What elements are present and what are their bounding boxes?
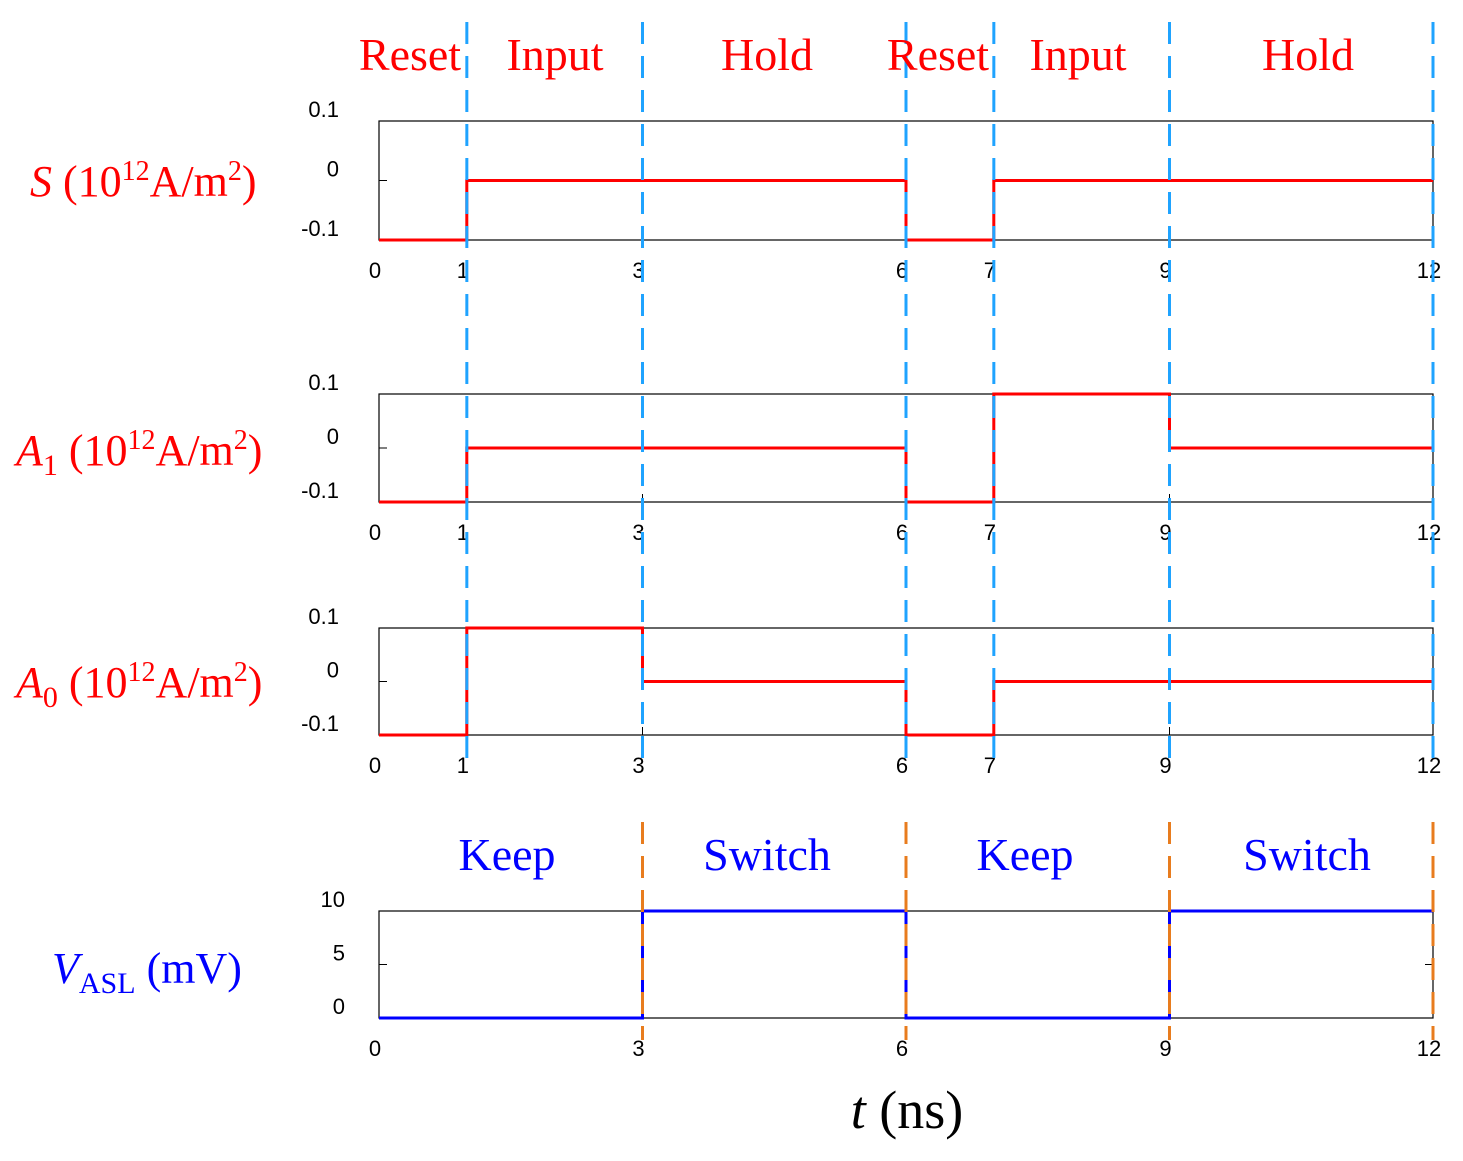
output-label: Keep (458, 829, 555, 880)
panel-vasl: 10 5 00 3 6 9 12 VASL (mV) (52, 887, 1441, 1061)
y-tick-label: 10 (321, 887, 345, 912)
x-tick-label: 3 (632, 1036, 644, 1061)
y-tick-label: 0.1 (308, 370, 339, 395)
phase-label: Hold (1262, 29, 1354, 80)
output-label: Switch (703, 829, 831, 880)
x-tick-label: 7 (984, 753, 996, 778)
panel-a0: 0.1 0 -0.1 0 1 3 6 7 9 12 A0 (1012A/m2) (13, 604, 1441, 778)
output-label: Switch (1243, 829, 1371, 880)
phase-label: Input (506, 29, 603, 80)
output-label: Keep (976, 829, 1073, 880)
plots-layer: 0.1 0 -0.1 0 1 3 6 7 9 12 S (1012A/m2) 0.1 0 -0.1 0 1 3 6… (13, 97, 1441, 1061)
y-axis-label: S (1012A/m2) (30, 156, 257, 206)
x-tick-label: 12 (1417, 520, 1441, 545)
x-tick-label: 12 (1417, 753, 1441, 778)
y-tick-label: 0 (333, 994, 345, 1019)
phase-label: Reset (887, 29, 989, 80)
y-axis-label: A1 (1012A/m2) (13, 425, 262, 482)
phase-label: Reset (359, 29, 461, 80)
x-axis-label: t (ns) (851, 1080, 964, 1140)
y-tick-label: -0.1 (301, 478, 339, 503)
x-tick-label: 0 (369, 520, 381, 545)
x-tick-label: 0 (369, 1036, 381, 1061)
x-tick-label: 1 (457, 753, 469, 778)
y-tick-label: 0 (327, 658, 339, 683)
x-tick-label: 12 (1417, 258, 1441, 283)
x-tick-label: 0 (369, 258, 381, 283)
phase-label: Input (1029, 29, 1126, 80)
y-tick-label: 0 (327, 157, 339, 182)
dividers-layer (465, 22, 1435, 1040)
x-tick-label: 3 (632, 753, 644, 778)
y-tick-label: 0.1 (308, 97, 339, 122)
x-tick-label: 12 (1417, 1036, 1441, 1061)
y-axis-label: VASL (mV) (52, 944, 242, 1000)
y-tick-label: 0.1 (308, 604, 339, 629)
x-tick-label: 6 (896, 753, 908, 778)
y-tick-label: 0 (327, 424, 339, 449)
y-tick-label: -0.1 (301, 216, 339, 241)
phase-label: Hold (721, 29, 813, 80)
x-tick-label: 9 (1159, 753, 1171, 778)
y-tick-label: 5 (333, 941, 345, 966)
x-tick-label: 0 (369, 753, 381, 778)
x-tick-label: 6 (896, 1036, 908, 1061)
y-axis-label: A0 (1012A/m2) (13, 657, 262, 714)
x-tick-label: 9 (1159, 1036, 1171, 1061)
y-tick-label: -0.1 (301, 711, 339, 736)
